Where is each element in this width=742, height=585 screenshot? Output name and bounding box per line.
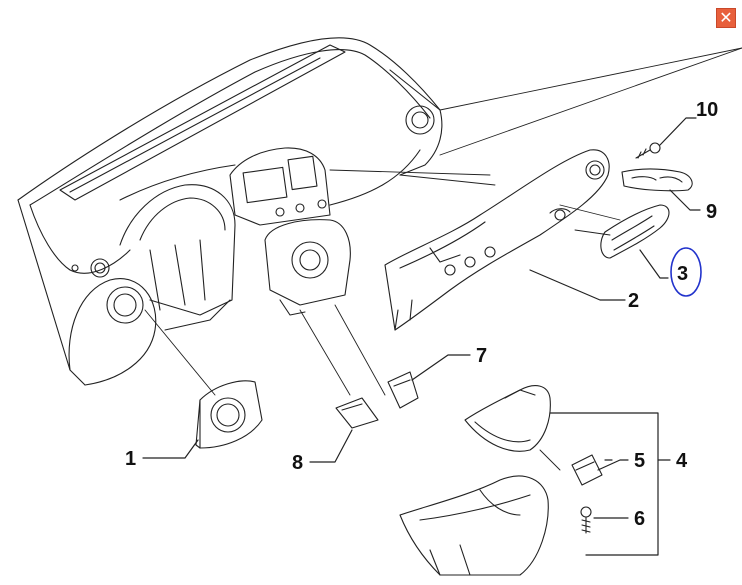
close-button[interactable]: ✕	[716, 8, 736, 28]
part-6-screw	[580, 506, 592, 534]
part-7-small-trim	[387, 371, 419, 409]
part-3-badge	[600, 204, 670, 259]
callout-6: 6	[634, 508, 645, 530]
dashboard-outline	[17, 37, 443, 386]
highlight-circle-3	[670, 247, 702, 297]
close-icon: ✕	[719, 8, 733, 27]
leader-lines	[144, 47, 742, 471]
part-4-upper-cover	[464, 385, 551, 452]
part-1-vent-bezel	[195, 380, 263, 449]
callout-5: 5	[634, 450, 645, 472]
callout-7: 7	[476, 345, 487, 367]
callout-3: 3	[677, 263, 688, 285]
part-5-clip	[571, 454, 603, 486]
callout-lines	[142, 117, 701, 556]
part-4-lower-cover	[399, 475, 549, 576]
callout-10: 10	[696, 99, 718, 121]
callout-1: 1	[125, 448, 136, 470]
part-9-emblem	[621, 168, 693, 192]
callout-4: 4	[676, 450, 688, 472]
callout-9: 9	[706, 201, 717, 223]
callout-2: 2	[628, 290, 639, 312]
callout-8: 8	[292, 452, 303, 474]
part-8-small-trim	[335, 397, 379, 429]
part-10-screw	[635, 142, 661, 159]
part-2-dash-trim	[384, 149, 610, 331]
